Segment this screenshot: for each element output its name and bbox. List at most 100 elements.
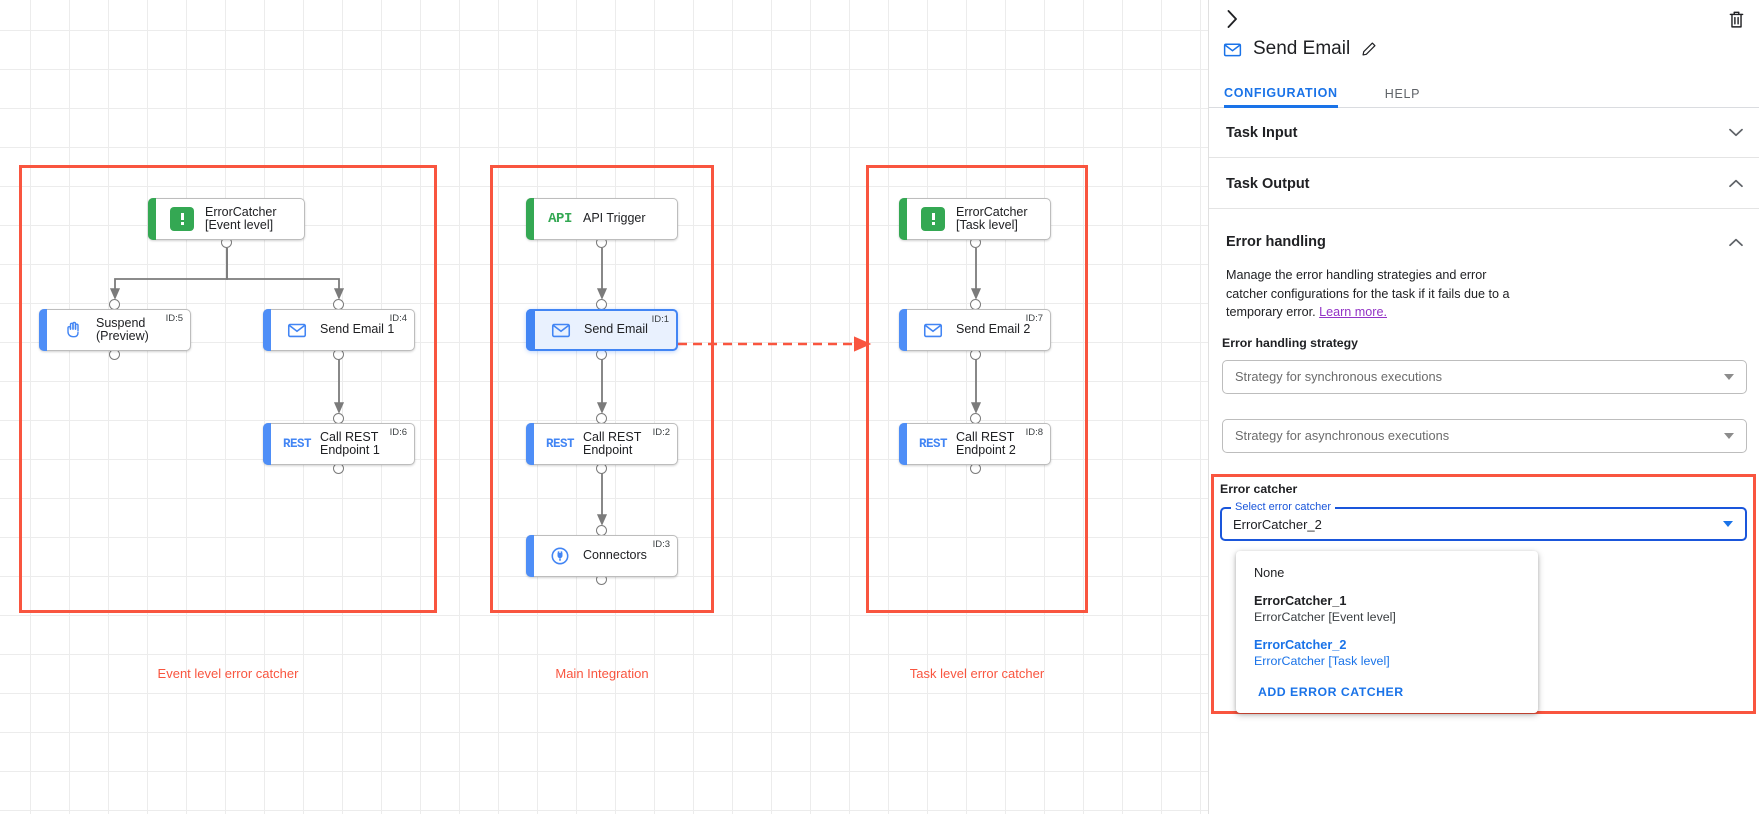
select-error-catcher-label: Select error catcher xyxy=(1231,501,1335,513)
node-label: ErrorCatcher [Event level] xyxy=(205,204,277,232)
menu-item-secondary: ErrorCatcher [Task level] xyxy=(1254,654,1390,668)
node-error-catcher-task-level[interactable]: ErrorCatcher [Task level] xyxy=(899,198,1051,240)
node-label: API Trigger xyxy=(583,211,646,226)
group-main-integration xyxy=(490,165,714,613)
error-catcher-block: Error catcher Select error catcher Error… xyxy=(1209,474,1759,541)
node-accent xyxy=(526,535,534,577)
node-call-rest-endpoint[interactable]: REST Call REST Endpoint ID:2 xyxy=(526,423,678,465)
sync-strategy-select[interactable]: Strategy for synchronous executions xyxy=(1222,359,1747,394)
node-suspend[interactable]: Suspend (Preview) ID:5 xyxy=(39,309,191,351)
node-call-rest-endpoint-2[interactable]: REST Call REST Endpoint 2 ID:8 xyxy=(899,423,1051,465)
edges-layer xyxy=(109,248,982,526)
task-title-row: Send Email xyxy=(1222,38,1378,60)
learn-more-link[interactable]: Learn more. xyxy=(1319,305,1387,319)
envelope-icon xyxy=(920,317,946,343)
node-accent xyxy=(526,423,534,465)
edit-pencil-icon[interactable] xyxy=(1360,40,1378,58)
select-error-catcher-dropdown[interactable]: Select error catcher ErrorCatcher_2 xyxy=(1220,501,1747,541)
error-catcher-icon xyxy=(920,206,946,232)
node-id: ID:3 xyxy=(652,539,670,550)
node-label: Connectors xyxy=(583,548,647,563)
chevron-down-icon xyxy=(1724,373,1734,380)
error-catcher-section-title: Error catcher xyxy=(1220,482,1298,496)
node-call-rest-endpoint-1[interactable]: REST Call REST Endpoint 1 ID:6 xyxy=(263,423,415,465)
tab-configuration[interactable]: CONFIGURATION xyxy=(1224,80,1338,108)
section-task-input[interactable]: Task Input xyxy=(1209,108,1759,158)
menu-item-errorcatcher-2[interactable]: ErrorCatcher_2 ErrorCatcher [Task level] xyxy=(1236,631,1538,675)
section-label: Task Input xyxy=(1226,124,1298,141)
node-label: Call REST Endpoint xyxy=(583,429,642,457)
connectors-icon xyxy=(547,543,573,569)
node-accent xyxy=(899,423,907,465)
node-accent xyxy=(526,198,534,240)
panel-header: Send Email xyxy=(1209,0,1759,80)
node-api-trigger[interactable]: API API Trigger xyxy=(526,198,678,240)
hand-icon xyxy=(60,317,86,343)
rest-icon: REST xyxy=(919,437,948,451)
rest-icon: REST xyxy=(283,437,312,451)
group-caption-main-integration: Main Integration xyxy=(555,666,649,681)
node-accent xyxy=(263,309,271,351)
chevron-up-icon xyxy=(1728,234,1744,250)
node-label: Send Email 1 xyxy=(320,322,395,337)
sync-strategy-value: Strategy for synchronous executions xyxy=(1235,369,1442,384)
envelope-icon xyxy=(284,317,310,343)
chevron-down-icon xyxy=(1728,125,1744,141)
node-label: Suspend (Preview) xyxy=(96,315,149,343)
page-title: Send Email xyxy=(1253,38,1351,59)
group-task-level-error-catcher xyxy=(866,165,1088,613)
node-accent xyxy=(39,309,47,351)
error-handling-body: Manage the error handling strategies and… xyxy=(1209,266,1759,453)
panel-tabs: CONFIGURATION HELP xyxy=(1209,80,1759,108)
select-error-catcher-value: ErrorCatcher_2 xyxy=(1233,516,1322,532)
workflow-canvas[interactable]: Event level error catcher Main Integrati… xyxy=(0,0,1208,814)
menu-item-primary: ErrorCatcher_1 xyxy=(1254,594,1347,608)
envelope-icon xyxy=(548,317,574,343)
section-task-output[interactable]: Task Output xyxy=(1209,159,1759,209)
node-send-email-1[interactable]: Send Email 1 ID:4 xyxy=(263,309,415,351)
node-id: ID:1 xyxy=(651,314,669,325)
rest-icon: REST xyxy=(546,437,575,451)
menu-item-errorcatcher-1[interactable]: ErrorCatcher_1 ErrorCatcher [Event level… xyxy=(1236,587,1538,631)
node-id: ID:6 xyxy=(389,427,407,438)
tab-help[interactable]: HELP xyxy=(1384,87,1421,101)
async-strategy-value: Strategy for asynchronous executions xyxy=(1235,428,1450,443)
node-label: Send Email 2 xyxy=(956,322,1031,337)
section-error-handling[interactable]: Error handling xyxy=(1209,217,1759,267)
node-id: ID:8 xyxy=(1025,427,1043,438)
node-id: ID:2 xyxy=(652,427,670,438)
node-label: Send Email xyxy=(584,322,648,337)
description-text: Manage the error handling strategies and… xyxy=(1226,268,1510,319)
error-catcher-dropdown-menu[interactable]: None ErrorCatcher_1 ErrorCatcher [Event … xyxy=(1236,551,1538,713)
collapse-panel-chevron-right-icon[interactable] xyxy=(1218,5,1246,33)
delete-task-trash-icon[interactable] xyxy=(1723,6,1749,32)
node-id: ID:5 xyxy=(165,313,183,324)
section-label: Error handling xyxy=(1226,234,1326,250)
node-connectors[interactable]: Connectors ID:3 xyxy=(526,535,678,577)
group-caption-task-level: Task level error catcher xyxy=(909,666,1045,681)
error-catcher-icon xyxy=(169,206,195,232)
async-strategy-select[interactable]: Strategy for asynchronous executions xyxy=(1222,418,1747,453)
node-error-catcher-event-level[interactable]: ErrorCatcher [Event level] xyxy=(148,198,305,240)
error-handling-description: Manage the error handling strategies and… xyxy=(1226,266,1526,322)
node-id: ID:4 xyxy=(389,313,407,324)
node-send-email-2[interactable]: Send Email 2 ID:7 xyxy=(899,309,1051,351)
add-error-catcher-button[interactable]: ADD ERROR CATCHER xyxy=(1258,685,1404,699)
menu-item-secondary: ErrorCatcher [Event level] xyxy=(1254,610,1396,624)
menu-item-none[interactable]: None xyxy=(1236,559,1538,587)
node-accent xyxy=(899,198,907,240)
node-send-email[interactable]: Send Email ID:1 xyxy=(526,309,678,351)
node-accent xyxy=(148,198,156,240)
node-id: ID:7 xyxy=(1025,313,1043,324)
envelope-icon xyxy=(1222,39,1243,60)
section-label: Task Output xyxy=(1226,175,1310,192)
node-label: ErrorCatcher [Task level] xyxy=(956,204,1028,232)
menu-item-primary: None xyxy=(1254,566,1285,580)
chevron-up-icon xyxy=(1728,176,1744,192)
api-icon: API xyxy=(548,211,572,227)
node-accent xyxy=(263,423,271,465)
chevron-down-icon xyxy=(1723,521,1733,527)
node-accent xyxy=(526,309,535,351)
node-label: Call REST Endpoint 2 xyxy=(956,429,1016,457)
chevron-down-icon xyxy=(1724,432,1734,439)
